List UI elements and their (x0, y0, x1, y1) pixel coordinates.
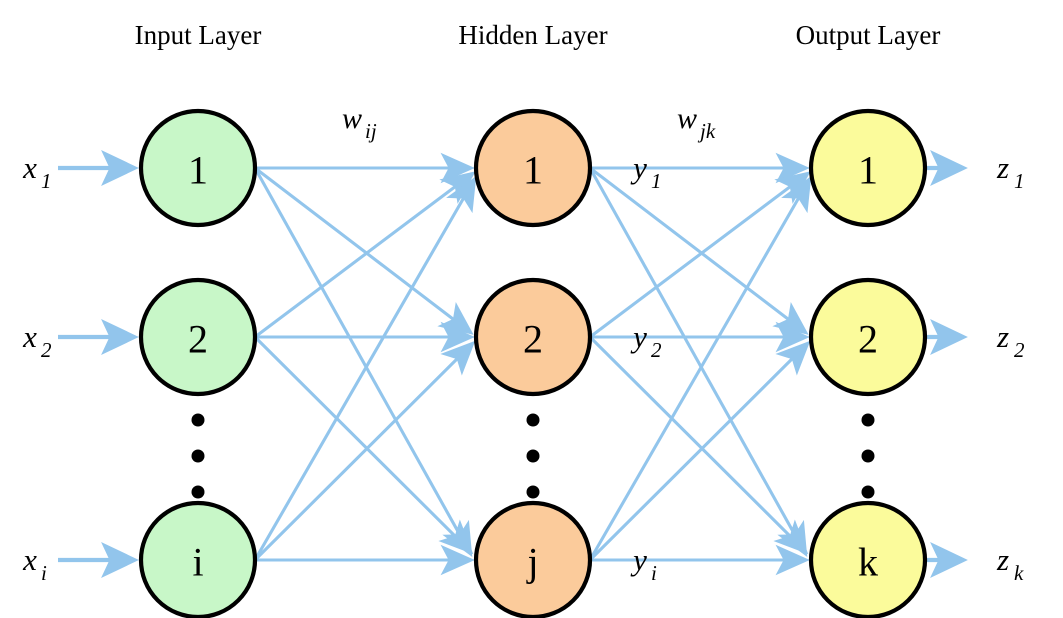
output-signal-labels: z 1 z 2 z k (996, 150, 1025, 585)
ellipsis-output-layer (861, 413, 875, 499)
weight-wjk-subscript: jk (697, 119, 716, 143)
node-input-1[interactable] (138, 108, 258, 228)
title-output-layer: Output Layer (796, 20, 941, 50)
edges-hidden-to-output (588, 152, 812, 576)
ellipsis-dot (861, 485, 875, 499)
label-y1-subscript: 1 (651, 169, 662, 193)
edge-h3-o1 (588, 175, 812, 561)
node-output-2-label: 2 (858, 317, 878, 362)
node-output-1-label: 1 (858, 148, 878, 193)
node-input-2[interactable] (138, 277, 258, 397)
node-hidden-3[interactable] (473, 500, 593, 618)
edge-in2-h3 (253, 335, 474, 555)
edge-h2-o3 (588, 335, 809, 555)
edge-in3-h2 (253, 340, 476, 562)
layer-titles: Input Layer Hidden Layer Output Layer (135, 20, 941, 50)
node-output-3[interactable] (808, 500, 928, 618)
node-output-2[interactable] (808, 277, 928, 397)
node-hidden-3-label: j (525, 540, 538, 585)
label-zk-subscript: k (1014, 561, 1024, 585)
ellipsis-dot (526, 449, 540, 463)
weight-wij-base: w (342, 102, 362, 135)
label-z2-subscript: 2 (1014, 338, 1025, 362)
edge-h3-o2 (588, 340, 811, 562)
edge-in1-h2 (254, 166, 474, 335)
edge-h2-o1 (589, 171, 811, 339)
node-input-1-label: 1 (188, 148, 208, 193)
output-signal-arrows (925, 149, 968, 579)
label-z2-base: z (996, 319, 1009, 354)
edge-in3-h1 (253, 175, 477, 561)
hidden-layer-nodes: 1 2 j (473, 108, 593, 618)
node-output-1[interactable] (808, 108, 928, 228)
node-input-3-label: i (192, 540, 203, 585)
input-layer-nodes: 1 2 i (138, 108, 258, 618)
label-z1-base: z (996, 150, 1009, 185)
node-hidden-1-label: 1 (523, 148, 543, 193)
label-xi-subscript: i (41, 561, 47, 585)
label-x1-subscript: 1 (41, 169, 52, 193)
input-signal-arrows (58, 149, 139, 579)
weight-wjk-base: w (677, 102, 697, 135)
ellipsis-dot (861, 413, 875, 427)
ellipsis-hidden-layer (526, 413, 540, 499)
title-input-layer: Input Layer (135, 20, 262, 50)
output-layer-nodes: 1 2 k (808, 108, 928, 618)
label-x2-base: x (22, 319, 37, 354)
edge-h1-o2 (589, 166, 809, 335)
node-hidden-2-label: 2 (523, 317, 543, 362)
label-y2-subscript: 2 (651, 338, 662, 362)
weight-wij-subscript: ij (365, 119, 377, 143)
label-y2-base: y (630, 319, 647, 354)
label-x2-subscript: 2 (41, 338, 52, 362)
label-zk-base: z (996, 542, 1009, 577)
edges-input-to-hidden (253, 152, 477, 576)
node-output-3-label: k (858, 540, 878, 585)
edge-in1-h3 (253, 167, 473, 558)
edge-h1-o3 (588, 167, 808, 558)
node-input-3[interactable] (138, 500, 258, 618)
label-yi-subscript: i (651, 561, 657, 585)
ellipsis-dot (526, 485, 540, 499)
edge-in2-h1 (254, 171, 476, 339)
label-y1-base: y (630, 150, 647, 185)
ellipsis-dot (861, 449, 875, 463)
weight-label-input-hidden: w ij (342, 102, 377, 143)
label-z1-subscript: 1 (1014, 169, 1025, 193)
ellipsis-dot (526, 413, 540, 427)
ellipsis-dot (191, 413, 205, 427)
input-signal-labels: x 1 x 2 x i (22, 150, 52, 585)
ellipsis-input-layer (191, 413, 205, 499)
node-hidden-2[interactable] (473, 277, 593, 397)
hidden-signal-labels: y 1 y 2 y i (630, 150, 662, 585)
ellipsis-dot (191, 449, 205, 463)
node-hidden-1[interactable] (473, 108, 593, 228)
node-input-2-label: 2 (188, 317, 208, 362)
ellipsis-dot (191, 485, 205, 499)
label-yi-base: y (630, 542, 647, 577)
weight-label-hidden-output: w jk (677, 102, 716, 143)
label-xi-base: x (22, 542, 37, 577)
label-x1-base: x (22, 150, 37, 185)
title-hidden-layer: Hidden Layer (458, 20, 607, 50)
